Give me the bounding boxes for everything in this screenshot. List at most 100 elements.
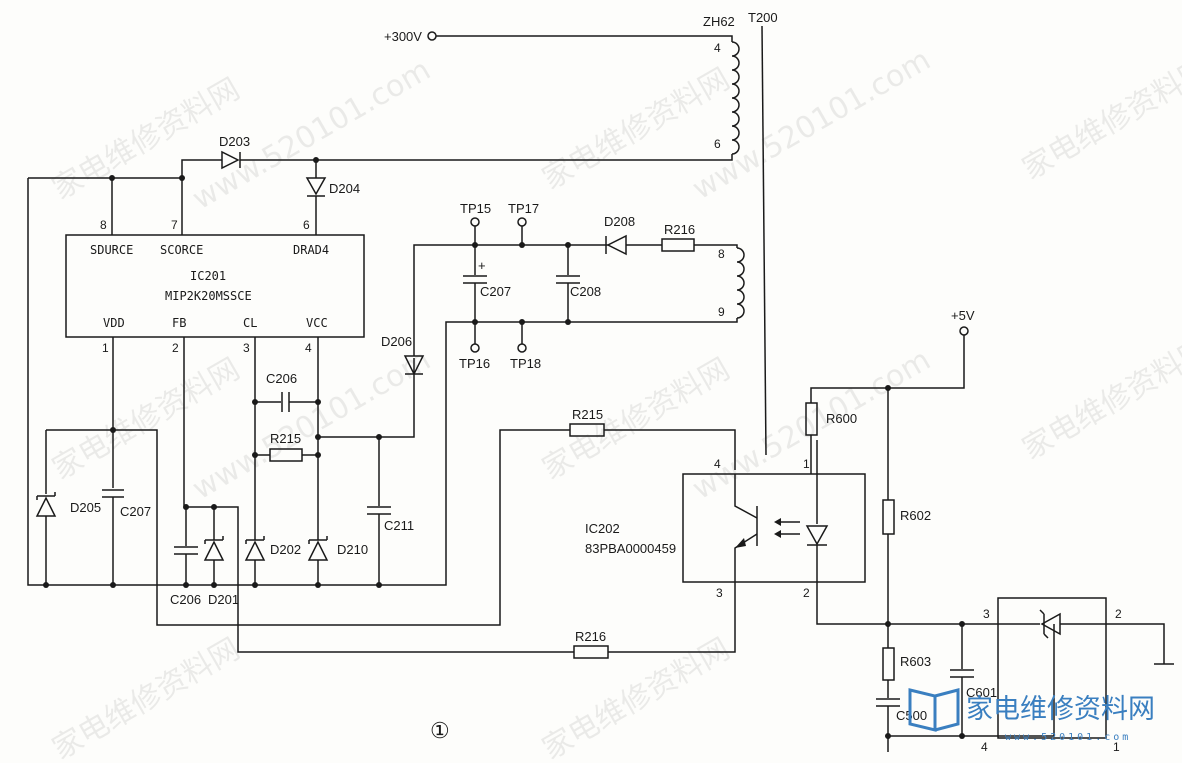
regulator-pin: 1: [1113, 740, 1120, 754]
ic202-part: 83PBA0000459: [585, 541, 676, 556]
primary-winding: [731, 41, 740, 155]
wire: [186, 506, 574, 653]
watermark-url: www.520101.com: [687, 42, 937, 207]
wire: [474, 226, 523, 245]
r216-top-label: R216: [664, 222, 695, 237]
wire: [474, 322, 523, 344]
ic201-pin-name: SCORCE: [160, 243, 203, 257]
wire: [436, 35, 733, 42]
regulator-pin: 2: [1115, 607, 1122, 621]
ic201-pin-name: VDD: [103, 316, 125, 330]
wire: [816, 582, 888, 625]
regulator-bar: [1039, 609, 1049, 639]
ic201-pin-num: 8: [100, 218, 107, 232]
ic201-pin-num: 4: [305, 341, 312, 355]
tp17-label: TP17: [508, 201, 539, 216]
c207-top-label: C207: [480, 284, 511, 299]
d203-label: D203: [219, 134, 250, 149]
transformer-pin: 4: [714, 41, 721, 55]
r215-right-label: R215: [572, 407, 603, 422]
c206-bottom-label: C206: [170, 592, 201, 607]
arrow-head: [774, 530, 781, 538]
c206-top-label: C206: [266, 371, 297, 386]
wire: [318, 375, 415, 438]
vdd-network: D205 C207: [35, 337, 570, 626]
d208-label: D208: [604, 214, 635, 229]
phototransistor-collector: [734, 474, 758, 519]
watermark-text: 家电维修资料网: [1017, 52, 1182, 187]
feedback-resistors: R215 R216: [569, 407, 736, 659]
c601-label: C601: [966, 685, 997, 700]
wire: [27, 178, 112, 586]
ic201-part: MIP2K20MSSCE: [165, 289, 252, 303]
transformer-pin: 6: [714, 137, 721, 151]
d203-d204: D203 D204: [181, 134, 360, 235]
wire: [475, 318, 738, 323]
figure-number: ①: [430, 719, 450, 744]
led: [805, 525, 829, 546]
ic201-pin-num: 1: [102, 341, 109, 355]
test-point-tp18: [517, 343, 527, 353]
supply-5v-terminal: [959, 326, 969, 336]
junction: [885, 733, 891, 739]
ic201-pin-name: VCC: [306, 316, 328, 330]
c207-left-label: C207: [120, 504, 151, 519]
ic201-pin-num: 3: [243, 341, 250, 355]
transformer-ref: T200: [748, 10, 778, 25]
ic202-pin: 2: [803, 586, 810, 600]
ic202-pin: 3: [716, 586, 723, 600]
watermark-text: 家电维修资料网: [1017, 332, 1182, 467]
wire: [998, 624, 1055, 737]
wire: [181, 159, 222, 177]
resistor-r216-bottom: [573, 645, 609, 659]
ic201: 8 7 6 SDURCE SCORCE DRAD4 IC201 MIP2K20M…: [27, 175, 365, 586]
wire: [316, 154, 733, 161]
d206: D206: [381, 244, 475, 376]
output-section: +5V R600 R602 R603 C500 C601: [805, 308, 1040, 752]
c208-label: C208: [570, 284, 601, 299]
site-logo: 家电维修资料网 www.520101.com: [908, 688, 1155, 743]
ic201-pin-name: FB: [172, 316, 186, 330]
r603-label: R603: [900, 654, 931, 669]
d205-label: D205: [70, 500, 101, 515]
zener-bar: [36, 492, 56, 500]
c211-label: C211: [384, 518, 414, 533]
ic201-pin-name: SDURCE: [90, 243, 133, 257]
shunt-regulator: 3 2 4 1: [981, 597, 1174, 754]
junction: [315, 582, 321, 588]
ic202-ref: IC202: [585, 521, 620, 536]
wire: [694, 244, 738, 248]
ic201-ref: IC201: [190, 269, 226, 283]
test-point-tp17: [517, 217, 527, 227]
tp18-label: TP18: [510, 356, 541, 371]
d201-label: D201: [208, 592, 239, 607]
c500-label: C500: [896, 708, 927, 723]
transformer-pin: 9: [718, 305, 725, 319]
wire: [604, 429, 736, 470]
logo-url: www.520101.com: [1005, 732, 1131, 743]
test-point-tp16: [470, 343, 480, 353]
diode-d203: [221, 150, 240, 170]
junction: [315, 452, 321, 458]
watermark-layer: 家电维修资料网 www.520101.com 家电维修资料网 www.52010…: [47, 42, 1182, 763]
r600-label: R600: [826, 411, 857, 426]
primary-section: +300V ZH62 T200 4 6: [316, 10, 778, 456]
zener-bar: [308, 536, 328, 544]
ic201-pin-num: 6: [303, 218, 310, 232]
d204-label: D204: [329, 181, 360, 196]
logo-text: 家电维修资料网: [966, 694, 1155, 725]
zener-d202: [244, 540, 266, 561]
secondary-winding: [736, 247, 745, 319]
transformer-core-line: [761, 25, 767, 456]
transformer-name: ZH62: [703, 14, 735, 29]
ic201-pin-name: DRAD4: [293, 243, 329, 257]
d210-label: D210: [337, 542, 368, 557]
wire: [46, 429, 570, 626]
zener-d210: [307, 540, 329, 561]
d206-label: D206: [381, 334, 412, 349]
watermark-text: 家电维修资料网: [47, 632, 246, 763]
ground-rail: [112, 321, 475, 586]
fb-network: C206 D201: [170, 337, 574, 653]
test-point-tp15: [470, 217, 480, 227]
